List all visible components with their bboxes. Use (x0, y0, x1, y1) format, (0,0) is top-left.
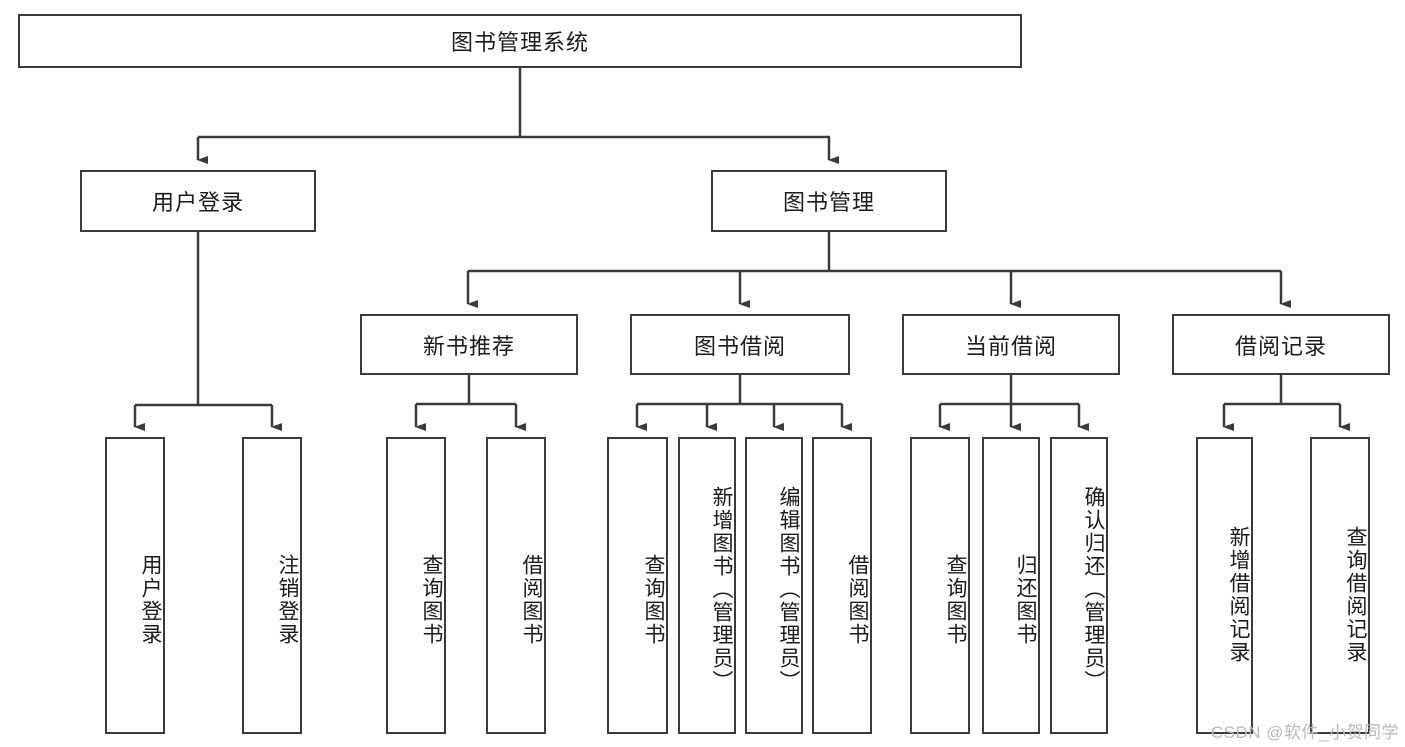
node-borrow-record-label: 借阅记录 (1234, 333, 1327, 359)
node-leaf-logout-label: 注销登录 (276, 553, 299, 646)
node-leaf-logout[interactable]: 注销登录 (242, 437, 302, 734)
node-leaf-user-login-label: 用户登录 (139, 553, 162, 646)
node-leaf-return-book[interactable]: 归还图书 (982, 437, 1040, 734)
node-leaf-query-book-1-label: 查询图书 (420, 553, 443, 646)
node-book-borrow[interactable]: 图书借阅 (630, 314, 850, 375)
node-book-manage[interactable]: 图书管理 (711, 170, 947, 232)
node-leaf-query-book-3[interactable]: 查询图书 (910, 437, 970, 734)
node-leaf-add-record-label: 新增借阅记录 (1227, 525, 1250, 664)
node-book-manage-label: 图书管理 (782, 190, 875, 215)
node-root-label: 图书管理系统 (450, 30, 589, 55)
node-user-login[interactable]: 用户登录 (80, 170, 316, 232)
node-leaf-confirm-return-label: 确认归还（管理员） (1082, 486, 1105, 693)
node-leaf-add-book[interactable]: 新增图书（管理员） (678, 437, 736, 734)
node-leaf-query-book-3-label: 查询图书 (944, 553, 967, 646)
node-leaf-borrow-book-1-label: 借阅图书 (520, 553, 543, 646)
node-leaf-query-book-2[interactable]: 查询图书 (607, 437, 668, 734)
node-new-book-rec[interactable]: 新书推荐 (360, 314, 578, 375)
watermark: CSDN @软件_小贺同学 (1210, 723, 1399, 742)
node-leaf-add-record[interactable]: 新增借阅记录 (1196, 437, 1253, 734)
node-leaf-user-login[interactable]: 用户登录 (105, 437, 165, 734)
node-leaf-edit-book-label: 编辑图书（管理员） (777, 486, 800, 693)
node-leaf-borrow-book-2[interactable]: 借阅图书 (812, 437, 872, 734)
node-current-borrow-label: 当前借阅 (964, 333, 1057, 359)
node-book-borrow-label: 图书借阅 (693, 333, 786, 359)
node-new-book-rec-label: 新书推荐 (422, 333, 515, 359)
node-leaf-confirm-return[interactable]: 确认归还（管理员） (1050, 437, 1108, 734)
node-leaf-edit-book[interactable]: 编辑图书（管理员） (745, 437, 803, 734)
node-user-login-label: 用户登录 (151, 190, 244, 215)
node-leaf-return-book-label: 归还图书 (1014, 553, 1037, 646)
node-leaf-add-book-label: 新增图书（管理员） (710, 486, 733, 693)
node-leaf-query-record-label: 查询借阅记录 (1344, 525, 1367, 664)
node-root[interactable]: 图书管理系统 (18, 14, 1022, 68)
node-leaf-query-book-1[interactable]: 查询图书 (386, 437, 446, 734)
node-leaf-borrow-book-1[interactable]: 借阅图书 (486, 437, 546, 734)
node-leaf-query-record[interactable]: 查询借阅记录 (1310, 437, 1370, 734)
node-leaf-borrow-book-2-label: 借阅图书 (846, 553, 869, 646)
node-borrow-record[interactable]: 借阅记录 (1172, 314, 1390, 375)
node-leaf-query-book-2-label: 查询图书 (642, 553, 665, 646)
node-current-borrow[interactable]: 当前借阅 (902, 314, 1120, 375)
